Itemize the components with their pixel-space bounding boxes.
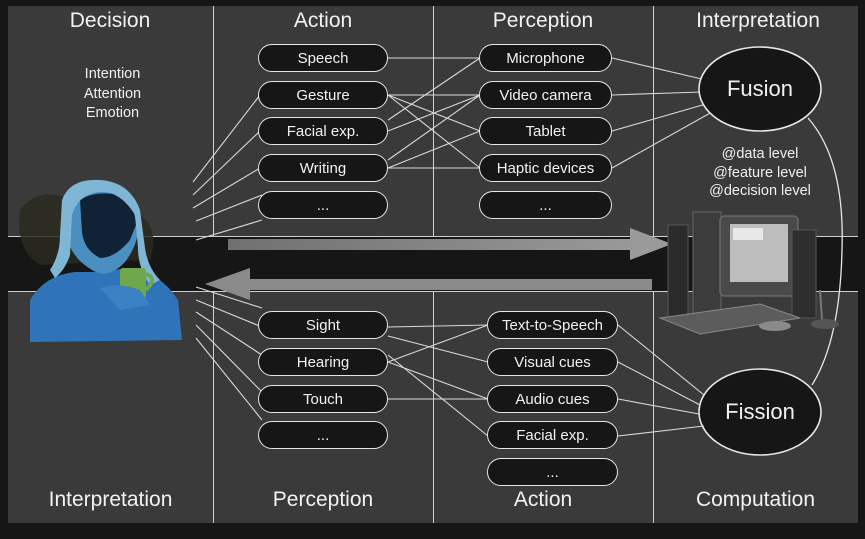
level-decision: @decision level	[709, 183, 811, 199]
header-action-bottom: Action	[513, 488, 573, 511]
action-to-perception-lines	[387, 57, 481, 169]
bottom-panel-top-edge	[8, 291, 858, 292]
perception-pill-video-camera: Video camera	[479, 81, 612, 109]
header-computation: Computation	[695, 488, 816, 511]
top-divider-3	[653, 6, 654, 236]
level-data: @data level	[721, 146, 799, 162]
action-pill-facial-exp: Facial exp.	[258, 117, 388, 145]
computer-icon	[658, 211, 839, 335]
perception-pill-more-bottom: ...	[258, 421, 388, 449]
output-arrow	[228, 228, 672, 260]
perception-pill-microphone: Microphone	[479, 44, 612, 72]
perception-pill-hearing: Hearing	[258, 348, 388, 376]
header-interpretation-bottom: Interpretation	[48, 488, 173, 511]
decision-list: Intention Attention Emotion	[60, 65, 165, 124]
person-to-perception-lines	[195, 286, 263, 421]
action-pill-visual-cues: Visual cues	[487, 348, 618, 376]
fission-label: Fission	[725, 399, 795, 424]
person-to-action-lines	[192, 94, 263, 241]
header-perception-top: Perception	[492, 9, 594, 32]
perception-pill-haptic-devices: Haptic devices	[479, 154, 612, 182]
decision-item-attention: Attention	[83, 85, 142, 102]
bottom-divider-3	[653, 291, 654, 523]
perception-pill-more: ...	[479, 191, 612, 219]
action-pill-speech: Speech	[258, 44, 388, 72]
top-panel-bottom-edge	[8, 236, 858, 237]
bottom-divider-1	[213, 291, 214, 523]
top-divider-2	[433, 6, 434, 236]
fission-ellipse	[698, 368, 822, 456]
perception-pill-tablet: Tablet	[479, 117, 612, 145]
fusion-label: Fusion	[726, 76, 794, 101]
action-pill-more-bottom: ...	[487, 458, 618, 486]
action-pill-facial-exp-bottom: Facial exp.	[487, 421, 618, 449]
header-perception-bottom: Perception	[272, 488, 374, 511]
person-icon	[19, 179, 182, 342]
header-decision: Decision	[69, 9, 151, 32]
action-pill-text-to-speech: Text-to-Speech	[487, 311, 618, 339]
input-arrow	[205, 268, 652, 300]
perception-to-fusion-lines	[611, 57, 713, 169]
fusion-levels: @data level @feature level @decision lev…	[690, 145, 830, 201]
top-divider-1	[213, 6, 214, 236]
level-feature: @feature level	[713, 164, 807, 181]
action-pill-more: ...	[258, 191, 388, 219]
bottom-divider-2	[433, 291, 434, 523]
header-action-top: Action	[293, 9, 353, 32]
fission-to-action-lines	[617, 324, 705, 437]
action-pill-audio-cues: Audio cues	[487, 385, 618, 413]
perception-pill-touch: Touch	[258, 385, 388, 413]
fusion-fission-curve	[807, 117, 843, 386]
perception-to-action-lines	[387, 324, 489, 437]
decision-item-intention: Intention	[84, 66, 141, 82]
header-interpretation-top: Interpretation	[696, 9, 820, 32]
fusion-ellipse	[698, 46, 822, 132]
decision-item-emotion: Emotion	[85, 105, 140, 121]
perception-pill-sight: Sight	[258, 311, 388, 339]
action-pill-writing: Writing	[258, 154, 388, 182]
action-pill-gesture: Gesture	[258, 81, 388, 109]
